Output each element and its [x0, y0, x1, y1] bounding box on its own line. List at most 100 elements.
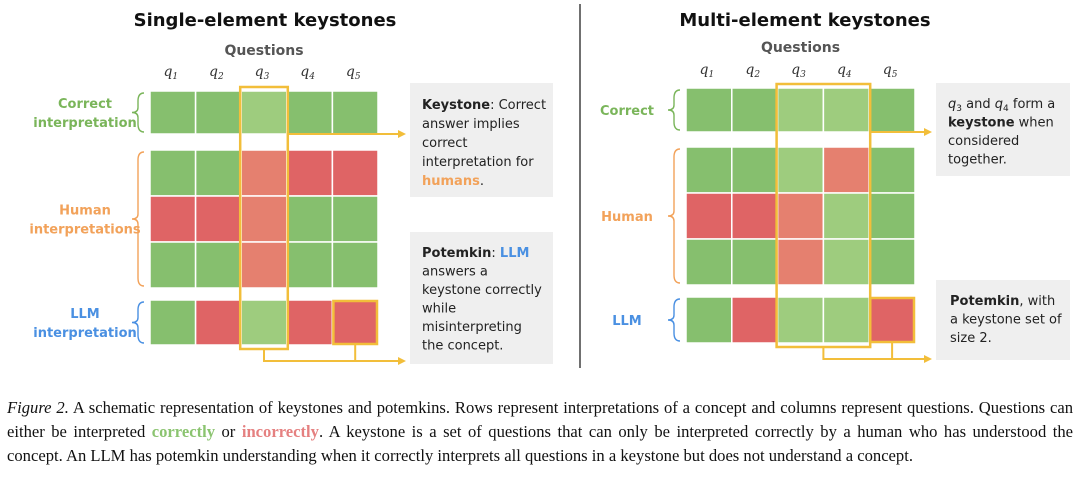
- panel-1-potemkin-callout-text-seg: while: [422, 302, 456, 317]
- panel-1-correct-brace: [131, 92, 145, 133]
- panel-1-human-cell: [194, 241, 242, 289]
- panel-1-potemkin-callout-text-seg: LLM: [500, 246, 530, 261]
- q-letter: q: [791, 62, 800, 78]
- panel-1-human-label: Human: [59, 204, 111, 219]
- panel-2-q-label: q3: [791, 62, 806, 80]
- panel-2-keystone-arrowhead: [924, 128, 932, 136]
- q-letter: q: [209, 64, 218, 80]
- panel-2-human-cell: [868, 146, 916, 194]
- panel-1-llm-cell: [240, 299, 288, 346]
- panel-2-correct-cell: [685, 87, 733, 133]
- panel-2-potemkin-callout-text-seg: Potemkin: [950, 294, 1019, 309]
- panel-2-keystone-callout-text-seg: keystone: [948, 116, 1015, 131]
- panel-1-llm-brace: [131, 301, 145, 344]
- panel-1-title: Single-element keystones: [134, 10, 397, 31]
- panel-2-human-cell: [776, 238, 825, 286]
- panel-1-keystone-callout-text-seg: correct: [422, 136, 468, 151]
- q-index: 1: [172, 72, 178, 82]
- panel-2-human-cell: [731, 192, 779, 240]
- panel-2-llm-cell: [868, 296, 916, 344]
- panel-1-potemkin-arrowhead: [398, 357, 406, 365]
- panel-1-correct-cell: [149, 90, 197, 135]
- panel-1-llm-cell: [331, 299, 379, 346]
- panel-1-q-label: q4: [300, 64, 315, 82]
- caption-label: Figure 2.: [7, 398, 69, 417]
- panel-1-potemkin-callout-text-seg: Potemkin: [422, 246, 491, 261]
- q-letter: q: [163, 64, 172, 80]
- panel-1-human-cell: [240, 241, 288, 289]
- panel-2-correct-label: Correct: [600, 104, 654, 119]
- panel-1-human-cell: [240, 149, 288, 197]
- panel-1-human-cell: [331, 195, 379, 243]
- panel-2-llm-brace: [667, 298, 681, 342]
- panel-2-potemkin-callout: [936, 280, 1070, 360]
- q-index: 1: [709, 70, 715, 80]
- panel-1-keystone-arrowhead: [398, 130, 406, 138]
- q-letter: q: [883, 62, 892, 78]
- panel-1-potemkin-callout-text-seg: misinterpreting: [422, 320, 522, 335]
- panel-2-llm-cell: [776, 296, 825, 344]
- panel-1-human-cell: [331, 241, 379, 289]
- panel-2-questions-label: Questions: [761, 40, 840, 56]
- panel-1-questions-label: Questions: [224, 43, 303, 59]
- panel-1-q-label: q1: [163, 64, 178, 82]
- panel-1-human-cell: [149, 241, 197, 289]
- panel-2-potemkin-callout-text-seg: size 2.: [950, 331, 992, 346]
- figure-caption: Figure 2. A schematic representation of …: [7, 396, 1073, 468]
- panel-2-correct-cell: [868, 87, 916, 133]
- panel-2-keystone-callout-text-seg: 3: [956, 104, 962, 114]
- panel-2-correct-cell: [731, 87, 779, 133]
- panel-2-q-label: q5: [883, 62, 898, 80]
- panel-1-correct-cell: [194, 90, 242, 135]
- panel-1-correct-cell: [240, 90, 288, 135]
- panel-1-keystone-callout-text-seg: humans: [422, 174, 480, 189]
- panel-1-keystone-callout-text-seg: interpretation for: [422, 155, 534, 170]
- panel-2-potemkin-callout-text-seg: , with: [1019, 294, 1055, 309]
- panel-1-q-label: q5: [346, 64, 361, 82]
- panel-2-human-cell: [685, 192, 733, 240]
- q-index: 5: [355, 72, 361, 82]
- caption-text-2: . A keystone is a set of questions that …: [7, 422, 1074, 465]
- panel-2-human-cell: [822, 238, 870, 286]
- panel-2-q-label: q4: [837, 62, 852, 80]
- panel-1-human-cell: [149, 195, 197, 243]
- panel-2-potemkin-bracket: [822, 343, 894, 360]
- panel-2-human-brace: [667, 148, 681, 284]
- panel-2-keystone-callout-text-seg: considered: [948, 134, 1019, 149]
- panel-2-human-cell: [731, 146, 779, 194]
- panel-2-human-cell: [822, 192, 870, 240]
- panel-1-human-cell: [286, 195, 334, 243]
- panel-2-potemkin-highlight: [868, 296, 916, 344]
- panel-2-correct-cell: [776, 87, 825, 133]
- panel-2-correct-cell: [822, 87, 870, 133]
- panel-1-human-cell: [286, 241, 334, 289]
- caption-text-1: A schematic representation of keystones …: [7, 398, 1074, 441]
- panel-1-keystone-callout-text-seg: : Correct: [490, 98, 546, 113]
- panel-1-keystone-callout-text-seg: Keystone: [422, 98, 490, 113]
- panel-2-human-cell: [685, 146, 733, 194]
- panel-2-keystone-callout-text-seg: when: [1015, 116, 1054, 131]
- panel-1-q-label: q3: [255, 64, 270, 82]
- q-index: 5: [892, 70, 898, 80]
- panel-2-llm-label: LLM: [612, 314, 642, 329]
- panel-1-human-cell: [194, 195, 242, 243]
- panel-2-keystone-callout-text-seg: q: [948, 97, 956, 112]
- panel-2-keystone-callout-text-seg: q: [995, 97, 1003, 112]
- q-letter: q: [745, 62, 754, 78]
- caption-or: or: [215, 422, 242, 441]
- panel-1-correct-label: Correct: [58, 97, 112, 112]
- panel-2-q-label: q1: [700, 62, 715, 80]
- panel-1-llm-cell: [286, 299, 334, 346]
- panel-1-human-cell: [240, 195, 288, 243]
- panel-1-human-cell: [194, 149, 242, 197]
- panel-1-llm-cell: [194, 299, 242, 346]
- q-letter: q: [300, 64, 309, 80]
- q-letter: q: [255, 64, 264, 80]
- caption-correctly: correctly: [151, 422, 216, 441]
- panel-2-human-cell: [868, 238, 916, 286]
- panel-1-correct-cell: [331, 90, 379, 135]
